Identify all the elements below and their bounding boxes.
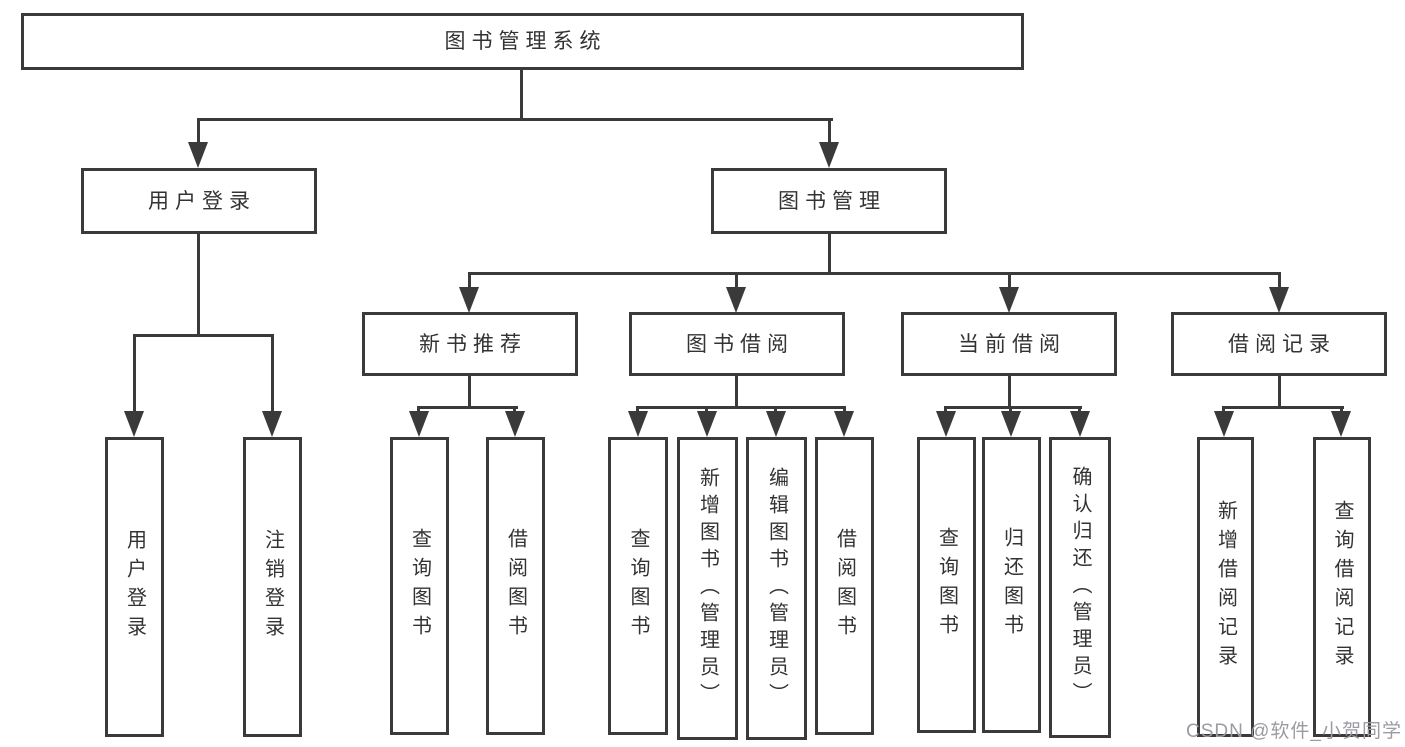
leaf-query-borrow-record: 查询借阅记录 (1313, 437, 1371, 737)
connector-line (133, 334, 274, 337)
connector-line (133, 334, 136, 413)
arrowhead-icon (1070, 411, 1090, 437)
connector-line (197, 118, 833, 121)
arrowhead-icon (505, 411, 525, 437)
arrowhead-icon (936, 411, 956, 437)
leaf-query-books-borrowing: 查询图书 (608, 437, 668, 735)
connector-line (468, 272, 471, 289)
connector-line (705, 406, 708, 414)
arrowhead-icon (1331, 411, 1351, 437)
node-label: 用户登录 (123, 529, 146, 645)
connector-line (1222, 406, 1225, 414)
connector-line (828, 234, 831, 275)
arrowhead-icon (262, 411, 282, 437)
connector-line (197, 234, 200, 337)
connector-line (520, 69, 523, 121)
connector-line (513, 406, 516, 414)
leaf-logout: 注销登录 (243, 437, 302, 737)
leaf-borrow-books-recommend: 借阅图书 (486, 437, 545, 735)
connector-line (636, 406, 846, 409)
connector-line (1278, 272, 1281, 289)
connector-line (843, 406, 846, 414)
leaf-edit-book-admin: 编辑图书（管理员） (746, 437, 807, 740)
node-label: 查询图书 (408, 528, 431, 644)
connector-line (735, 272, 738, 289)
node-book-management: 图书管理 (711, 168, 947, 234)
arrowhead-icon (1214, 411, 1234, 437)
node-label: 新增借阅记录 (1214, 500, 1237, 674)
connector-line (735, 376, 738, 409)
connector-line (1078, 406, 1081, 414)
connector-line (271, 334, 274, 413)
node-label: 查询图书 (935, 527, 958, 643)
arrowhead-icon (697, 411, 717, 437)
leaf-add-borrow-record: 新增借阅记录 (1197, 437, 1254, 737)
connector-line (774, 406, 777, 414)
node-book-borrowing: 图书借阅 (629, 312, 845, 376)
watermark: CSDN @软件_小贺同学 (1186, 721, 1402, 742)
node-label: 当前借阅 (958, 332, 1066, 356)
arrowhead-icon (834, 411, 854, 437)
node-label: 确认归还（管理员） (1069, 466, 1091, 709)
node-label: 新增图书（管理员） (696, 467, 719, 710)
leaf-query-books-recommend: 查询图书 (390, 437, 449, 735)
connector-line (1009, 406, 1012, 414)
connector-line (1222, 406, 1344, 409)
node-label: 借阅记录 (1228, 332, 1336, 356)
leaf-confirm-return-admin: 确认归还（管理员） (1049, 437, 1111, 738)
node-user-login: 用户登录 (81, 168, 317, 234)
arrowhead-icon (766, 411, 786, 437)
connector-line (1278, 376, 1281, 409)
arrowhead-icon (409, 411, 429, 437)
connector-line (636, 406, 639, 414)
node-label: 查询图书 (627, 528, 649, 644)
connector-line (468, 376, 471, 409)
connector-line (944, 406, 1082, 409)
arrowhead-icon (726, 287, 746, 313)
arrowhead-icon (628, 411, 648, 437)
connector-line (944, 406, 947, 414)
node-current-borrowing: 当前借阅 (901, 312, 1117, 376)
arrowhead-icon (1001, 411, 1021, 437)
connector-line (197, 118, 200, 145)
node-label: 借阅图书 (833, 528, 856, 644)
arrowhead-icon (819, 142, 839, 168)
node-label: 图书借阅 (686, 332, 794, 356)
connector-line (417, 406, 518, 409)
arrowhead-icon (1269, 287, 1289, 313)
node-label: 注销登录 (261, 529, 284, 645)
node-label: 新书推荐 (419, 332, 527, 356)
leaf-add-book-admin: 新增图书（管理员） (677, 437, 738, 740)
node-new-book-recommend: 新书推荐 (362, 312, 578, 376)
connector-line (468, 272, 1281, 275)
node-borrowing-records: 借阅记录 (1171, 312, 1387, 376)
connector-line (1008, 272, 1011, 289)
leaf-query-books-current: 查询图书 (917, 437, 976, 733)
leaf-borrow-books-borrowing: 借阅图书 (815, 437, 874, 735)
node-label: 归还图书 (1000, 527, 1023, 643)
node-label: 编辑图书（管理员） (765, 467, 788, 710)
node-label: 图书管理 (778, 189, 886, 213)
arrowhead-icon (999, 287, 1019, 313)
connector-line (828, 118, 831, 145)
arrowhead-icon (459, 287, 479, 313)
node-label: 借阅图书 (504, 528, 527, 644)
connector-line (1340, 406, 1343, 414)
leaf-user-login: 用户登录 (105, 437, 164, 737)
leaf-return-books: 归还图书 (982, 437, 1041, 733)
node-library-management-system: 图书管理系统 (21, 13, 1024, 70)
arrowhead-icon (188, 142, 208, 168)
node-label: 用户登录 (148, 189, 256, 213)
node-label: 查询借阅记录 (1331, 500, 1353, 674)
connector-line (1008, 376, 1011, 409)
node-label: 图书管理系统 (444, 30, 607, 53)
connector-line (417, 406, 420, 414)
arrowhead-icon (124, 411, 144, 437)
